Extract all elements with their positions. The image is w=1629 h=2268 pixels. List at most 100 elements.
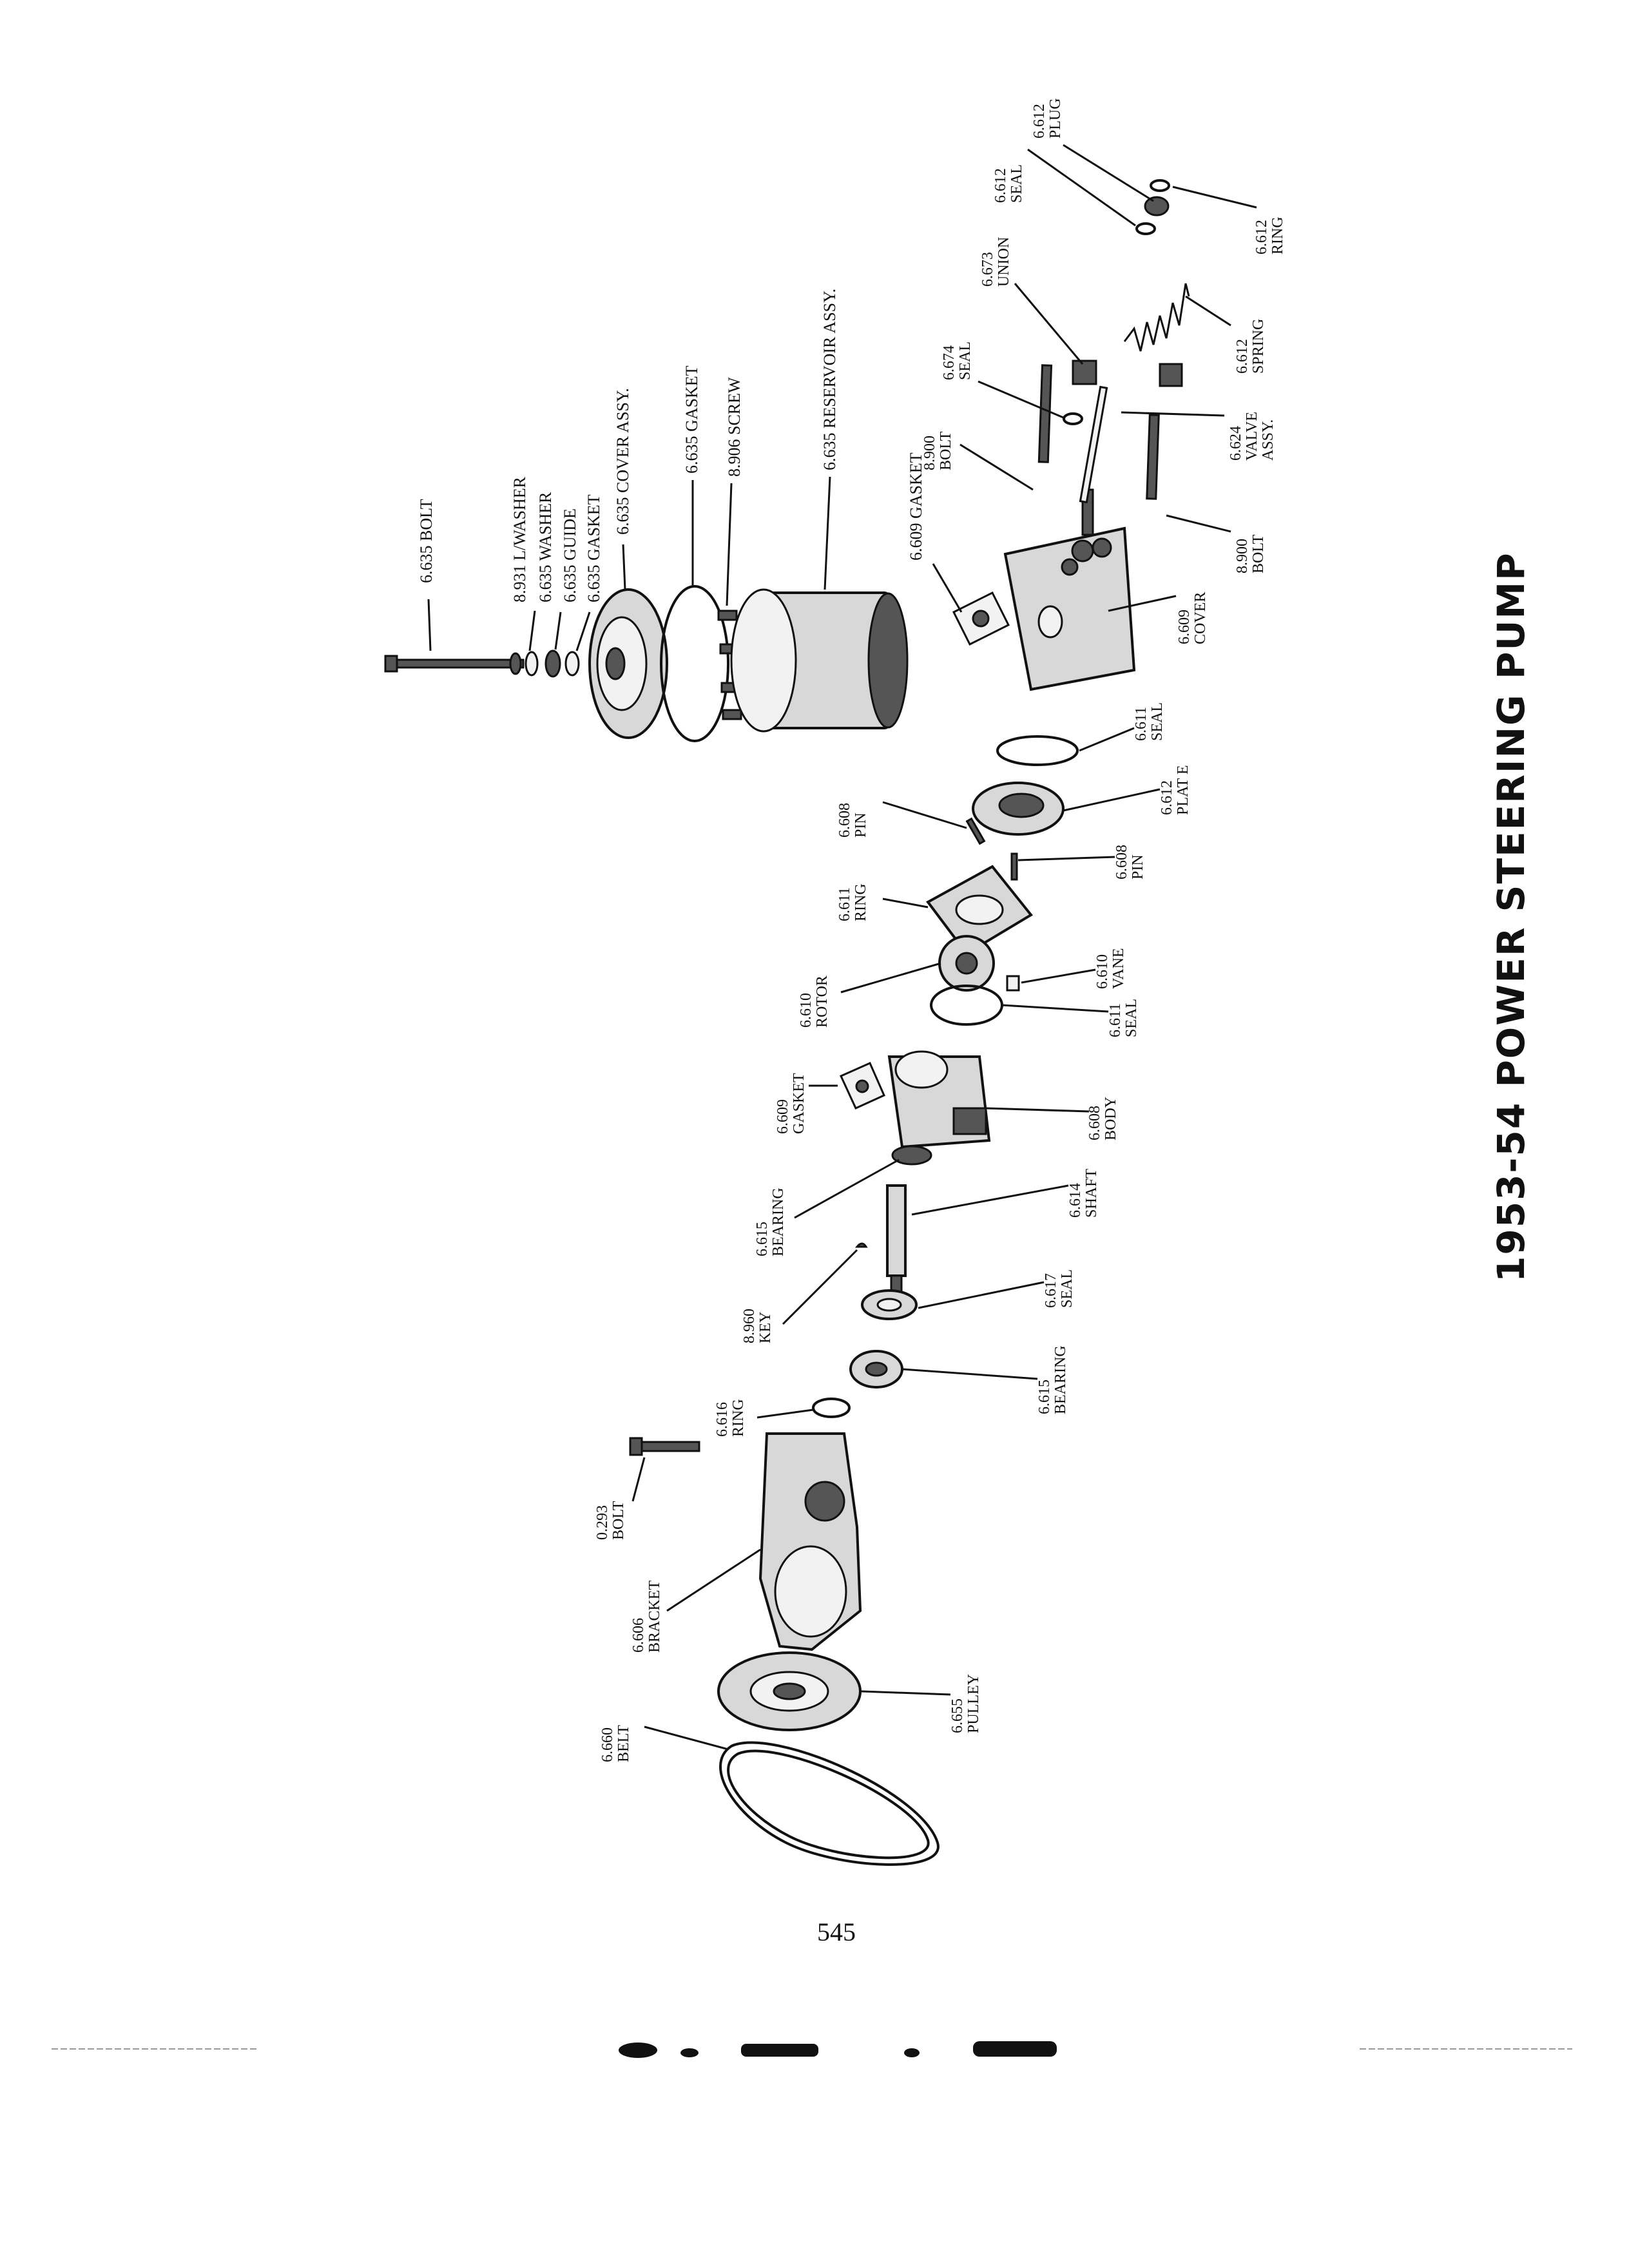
label-rotor-6610-name: ROTOR [814,975,831,1028]
pump-cover-part [1003,526,1136,691]
drive-shaft-part [886,1184,907,1296]
label-ring-6612-name: RING [1269,216,1286,255]
label-reservoir-assy-6635: 6.635 RESERVOIR ASSY. [820,289,839,470]
label-seal-6612-name: SEAL [1008,164,1025,203]
label-bearing-6615b-number: 6.615 [1036,1379,1053,1414]
label-gasket-6609b-number: 6.609 [775,1099,791,1134]
snap-ring-part [812,1398,851,1418]
label-gasket-6609b-name: GASKET [791,1073,807,1134]
label-ring-6612-number: 6.612 [1253,220,1270,255]
label-cover-6609-number: 6.609 [1176,610,1193,644]
label-pin-6608b-name: PIN [1130,854,1146,879]
label-cover-assy-6635: 6.635 COVER ASSY. [613,388,632,535]
label-screw-8906: 8.906 SCREW [725,377,744,477]
cover-bolt-lower-part [1146,414,1160,500]
page-number: 545 [817,1917,856,1946]
label-vane-6610-name: VANE [1110,948,1127,989]
pulley-part [717,1651,862,1731]
long-bolt-part [384,655,525,673]
label-belt-6660-name: BELT [615,1725,632,1762]
label-shaft-6614-number: 6.614 [1067,1183,1084,1218]
page-title: 1953-54 POWER STEERING PUMP [1489,552,1533,1282]
label-valve-6624-number: 6.624 [1228,426,1244,461]
callout-labels: 6.635 BOLT 8.931 L/WASHER 6.635 WASHER 6… [417,98,1286,1762]
label-shaft-6614-name: SHAFT [1083,1169,1100,1218]
label-seal-6611b-number: 6.611 [1107,1003,1124,1037]
reservoir-assy-part [730,588,909,733]
label-valve-6624-assy: ASSY. [1260,419,1277,461]
pump-body-part [887,1050,991,1149]
valve-spring-part [1123,283,1190,352]
label-bolt-0293-number: 0.293 [594,1505,611,1540]
washer-part [525,651,539,677]
label-spring-6612-number: 6.612 [1234,339,1251,374]
label-key-8960-number: 8.960 [741,1309,758,1343]
label-plug-6612-number: 6.612 [1031,104,1048,139]
label-seal-6611b-name: SEAL [1123,999,1140,1037]
label-washer-6635: 6.635 WASHER [536,492,555,602]
label-bracket-6606-number: 6.606 [630,1618,647,1653]
label-seal-6617-name: SEAL [1059,1269,1075,1308]
label-plate-6612-number: 6.612 [1159,780,1175,815]
label-bolt-8900b-number: 8.900 [1234,539,1251,573]
label-ring-6616-number: 6.616 [714,1402,731,1437]
label-seal-6617-number: 6.617 [1043,1273,1059,1308]
guide-part [545,649,561,678]
shaft-seal-part [861,1289,918,1320]
rear-bearing-part [849,1350,903,1389]
label-gasket-6635b: 6.635 GASKET [682,365,701,474]
woodruff-key-part [854,1242,868,1248]
label-seal-6674-number: 6.674 [941,345,958,380]
union-seal-part [1063,412,1083,425]
front-bearing-part [891,1145,932,1166]
label-pin-6608b-number: 6.608 [1113,845,1130,879]
label-bolt-8900a-number: 8.900 [921,436,938,470]
label-ring-6611-number: 6.611 [836,887,853,921]
leader-lines [427,144,1257,1751]
label-key-8960-name: KEY [757,1312,774,1343]
cover-bolt-upper-part [1037,364,1053,463]
body-gasket-part [840,1062,885,1110]
label-cover-6609-name: COVER [1192,592,1209,644]
label-ring-6611-name: RING [853,883,869,921]
label-bearing-6615b-name: BEARING [1052,1345,1069,1414]
plug-part [1144,196,1170,216]
label-seal-6612-number: 6.612 [992,168,1009,203]
cover-assy-part [588,588,668,739]
label-bracket-6606-name: BRACKET [646,1581,663,1653]
union-part [1072,360,1183,387]
label-bolt-0293-name: BOLT [610,1501,627,1540]
label-plug-6612-name: PLUG [1047,98,1064,139]
bracket-bolt-part [629,1437,700,1456]
label-bolt-8900b-name: BOLT [1250,534,1267,573]
label-body-6608-name: BODY [1103,1097,1119,1140]
pressure-plate-part [972,782,1065,836]
valve-assy-part [1079,385,1108,536]
label-rotor-6610-number: 6.610 [798,993,815,1028]
label-bearing-6615a-name: BEARING [770,1187,787,1256]
label-pin-6608a-number: 6.608 [836,803,853,838]
cover-gasket-part [952,591,1010,646]
cover-o-ring-part [996,735,1079,766]
label-vane-6610-number: 6.610 [1094,954,1111,989]
label-seal-6611a-number: 6.611 [1133,707,1150,741]
label-valve-6624-name: VALVE [1244,412,1260,461]
label-lwasher-8931: 8.931 L/WASHER [510,476,529,602]
reservoir-gasket-part [660,585,729,742]
label-gasket-6635a: 6.635 GASKET [584,494,603,602]
label-body-6608-number: 6.608 [1086,1106,1103,1140]
label-spring-6612-name: SPRING [1250,319,1267,374]
label-pulley-6655-name: PULLEY [965,1674,982,1733]
parts-illustration [384,179,1190,1866]
drive-belt-part [719,1741,940,1866]
scan-artifacts [52,2041,1572,2058]
label-union-6673-name: UNION [996,237,1012,287]
vane-part [1006,975,1020,992]
label-bolt-8900a-name: BOLT [938,431,954,470]
label-guide-6635: 6.635 GUIDE [561,508,579,602]
lwasher-part [509,652,522,675]
cam-ring-part [926,865,1033,956]
dowel-pin-lower-part [1010,852,1018,881]
plug-seal-part [1135,222,1156,235]
